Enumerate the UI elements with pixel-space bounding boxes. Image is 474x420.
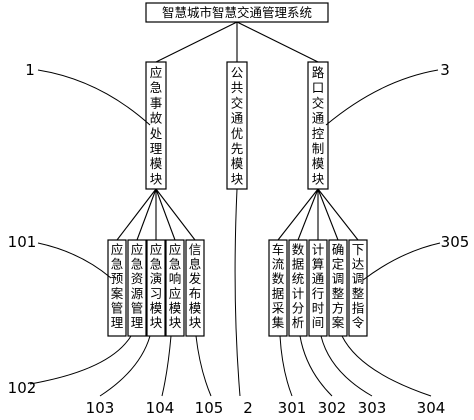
submodule-label: 应急演习模块: [150, 242, 163, 330]
intersection-submodule-command: 下达调整指令: [348, 239, 368, 337]
root-node: 智慧城市智慧交通管理系统: [145, 2, 329, 23]
submodule-label: 确定调整方案: [332, 242, 345, 330]
emergency-submodule-response: 应急响应模块: [165, 239, 185, 337]
submodule-label: 车流数据采集: [272, 242, 285, 330]
emergency-submodule-plan: 应急预案管理: [107, 239, 127, 337]
ref-label: 104: [146, 399, 175, 417]
submodule-label: 计算通行时间: [312, 242, 325, 330]
ref-label: 101: [8, 233, 37, 251]
ref-label: 301: [278, 399, 307, 417]
module-transit: 公共交通优先模块: [226, 61, 248, 190]
submodule-label: 应急预案管理: [111, 242, 124, 330]
ref-label: 2: [243, 399, 253, 417]
emergency-submodule-publish: 信息发布模块: [185, 239, 205, 337]
ref-label: 303: [358, 399, 387, 417]
module-emergency: 应急事故处理模块: [145, 61, 167, 190]
ref-label: 105: [195, 399, 224, 417]
emergency-submodule-drill: 应急演习模块: [146, 239, 166, 337]
emergency-connectors: [116, 188, 196, 241]
ref-label: 1: [25, 61, 35, 79]
ref-label: 302: [318, 399, 347, 417]
ref-label: 103: [86, 399, 115, 417]
intersection-submodule-compute: 计算通行时间: [308, 239, 328, 337]
submodule-label: 应急资源管理: [131, 242, 144, 330]
intersection-submodule-collect: 车流数据采集: [268, 239, 288, 337]
module-intersection: 路口交通控制模块: [307, 61, 329, 190]
root-connectors: [155, 21, 319, 63]
ref-label: 305: [441, 233, 470, 251]
reference-leaders: [29, 69, 441, 397]
ref-label: 304: [417, 399, 446, 417]
emergency-submodule-resource: 应急资源管理: [127, 239, 147, 337]
submodule-label: 应急响应模块: [169, 242, 182, 330]
submodule-label: 下达调整指令: [352, 242, 365, 330]
intersection-submodule-plan: 确定调整方案: [328, 239, 348, 337]
module-intersection-label: 路口交通控制模块: [312, 65, 325, 186]
root-title: 智慧城市智慧交通管理系统: [162, 5, 312, 20]
reference-labels: 1 2 3 101 102 103 104 105 301 302 303 30…: [8, 61, 470, 417]
submodule-label: 信息发布模块: [189, 242, 202, 330]
module-transit-label: 公共交通优先模块: [231, 65, 244, 186]
intersection-submodule-analyze: 数据统计分析: [288, 239, 308, 337]
submodule-label: 数据统计分析: [292, 242, 305, 330]
ref-label: 3: [440, 61, 450, 79]
intersection-connectors: [277, 188, 359, 241]
module-emergency-label: 应急事故处理模块: [150, 65, 163, 186]
ref-label: 102: [8, 379, 37, 397]
